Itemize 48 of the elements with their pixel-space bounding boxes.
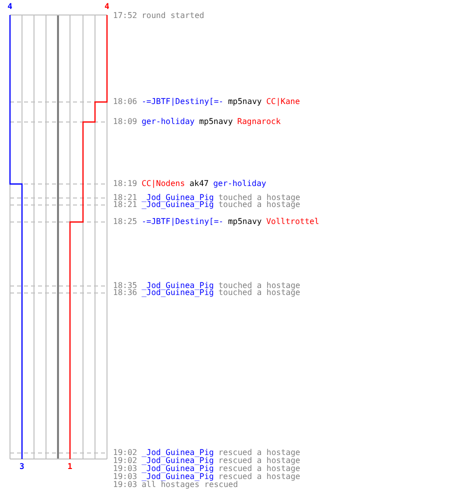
player-name: _Jod_Guinea_Pig [142, 472, 214, 481]
player-name: -=JBTF|Destiny[=- [142, 97, 224, 106]
timestamp: 17:52 [113, 11, 138, 20]
timestamp: 18:19 [113, 179, 138, 188]
weapon-name: mp5navy [199, 117, 233, 126]
event-text: round started [142, 11, 204, 20]
team-count: 1 [68, 463, 72, 471]
team-count: 4 [104, 3, 110, 11]
timestamp: 19:02 [113, 448, 138, 457]
player-name: CC|Kane [266, 97, 300, 106]
event-text: rescued a hostage [218, 448, 300, 457]
player-name: _Jod_Guinea_Pig [142, 288, 214, 297]
player-name: _Jod_Guinea_Pig [142, 464, 214, 473]
team-count: 4 [8, 3, 12, 11]
player-name: _Jod_Guinea_Pig [142, 193, 214, 202]
timestamp: 19:03 [113, 480, 138, 489]
player-name: _Jod_Guinea_Pig [142, 281, 214, 290]
timestamp: 18:35 [113, 281, 138, 290]
weapon-name: mp5navy [228, 97, 262, 106]
team-count: 3 [20, 463, 24, 471]
timestamp: 18:36 [113, 288, 138, 297]
event-text: touched a hostage [218, 193, 300, 202]
timestamp: 19:03 [113, 464, 138, 473]
event-text: touched a hostage [218, 288, 300, 297]
player-name: _Jod_Guinea_Pig [142, 456, 214, 465]
event-text: rescued a hostage [218, 464, 300, 473]
player-name: _Jod_Guinea_Pig [142, 200, 214, 209]
event-text: rescued a hostage [218, 456, 300, 465]
timestamp: 18:06 [113, 97, 138, 106]
player-name: ger-holiday [213, 179, 266, 188]
player-name: -=JBTF|Destiny[=- [142, 217, 224, 226]
player-name: ger-holiday [142, 117, 195, 126]
timestamp: 19:02 [113, 456, 138, 465]
event-text: touched a hostage [218, 200, 300, 209]
timestamp: 18:21 [113, 200, 138, 209]
timestamp: 18:25 [113, 217, 138, 226]
player-name: Volltrottel [266, 217, 320, 226]
player-name: Ragnarock [237, 117, 281, 126]
timestamp: 18:21 [113, 193, 138, 202]
timestamp: 19:03 [113, 472, 138, 481]
weapon-name: mp5navy [228, 217, 262, 226]
event-text: touched a hostage [218, 281, 300, 290]
event-text: rescued a hostage [218, 472, 300, 481]
player-name: _Jod_Guinea_Pig [142, 448, 214, 457]
timestamp: 18:09 [113, 117, 138, 126]
player-name: CC|Nodens [142, 179, 185, 188]
event-text: all hostages rescued [142, 480, 238, 489]
weapon-name: ak47 [189, 179, 209, 188]
